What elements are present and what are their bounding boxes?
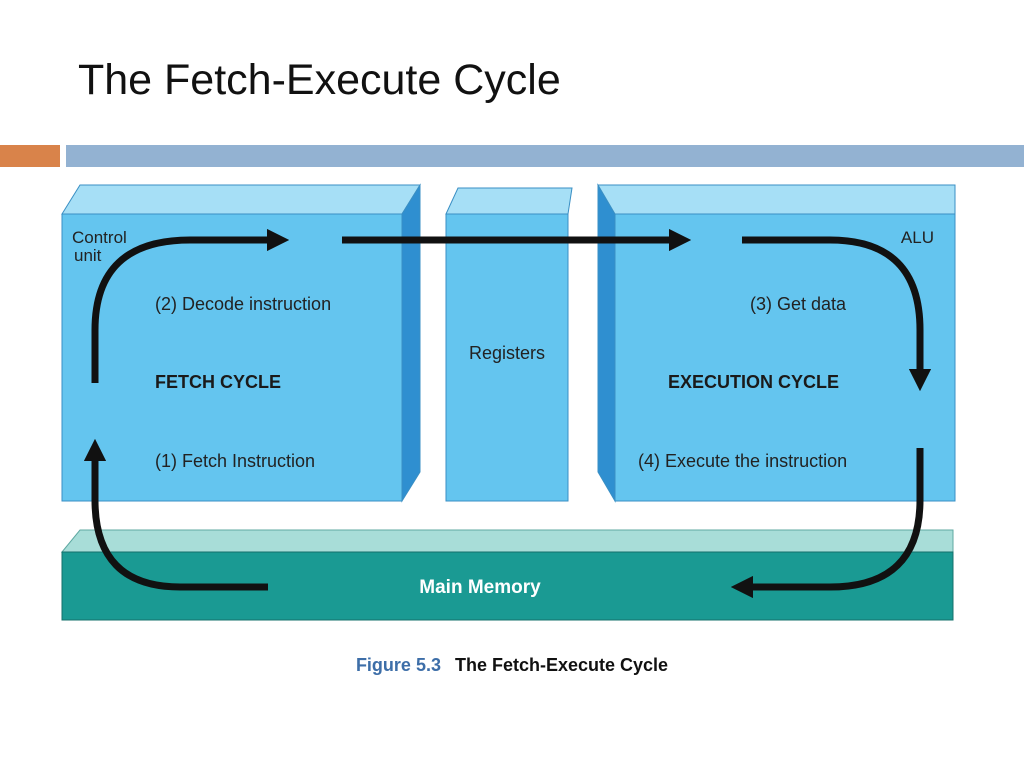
execution-cycle-label: EXECUTION CYCLE	[668, 372, 839, 392]
figure-title: The Fetch-Execute Cycle	[454, 655, 669, 675]
figure-number: Figure 5.3	[355, 655, 441, 675]
fetch-cycle-label: FETCH CYCLE	[155, 372, 281, 392]
step-2-label: (2) Decode instruction	[155, 294, 331, 314]
alu-label: ALU	[901, 228, 934, 247]
cycle-arrows	[83, 228, 932, 599]
registers-box: Registers	[445, 187, 573, 502]
step-4-label: (4) Execute the instruction	[638, 451, 847, 471]
slide-title: The Fetch-Execute Cycle	[78, 56, 561, 104]
figure-caption: Figure 5.3 The Fetch-Execute Cycle	[0, 655, 1024, 676]
registers-label: Registers	[469, 343, 545, 363]
get-data-arrow	[742, 236, 932, 392]
accent-bar	[0, 145, 60, 167]
step-1-label: (1) Fetch Instruction	[155, 451, 315, 471]
step-3-label: (3) Get data	[750, 294, 847, 314]
main-memory-block: Main Memory	[60, 529, 954, 621]
control-unit-label: Control	[72, 228, 127, 247]
main-memory-label: Main Memory	[419, 577, 541, 598]
control-unit-label-line2: unit	[74, 246, 102, 265]
header-bar	[66, 145, 1024, 167]
memory-to-fetch-arrow	[83, 438, 268, 591]
decode-arrow	[91, 228, 290, 383]
execute-to-memory-arrow	[730, 448, 924, 599]
